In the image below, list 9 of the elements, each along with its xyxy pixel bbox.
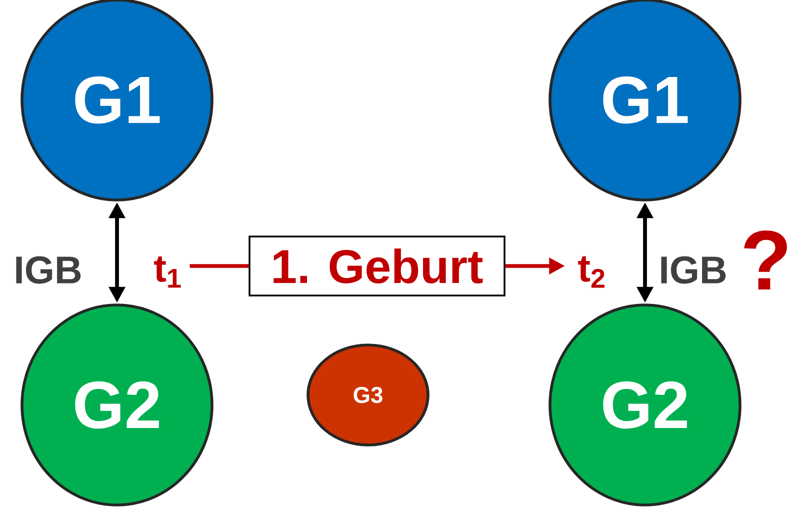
gap-label: IGB [16,256,81,284]
circle-node: G2 [20,304,214,506]
circle-node: G2 [548,304,742,506]
time-label: t$_{2}$ [578,256,604,288]
question-mark: ? [744,230,787,290]
time-label: t$_{1}$ [154,256,181,288]
event-box: 1. Geburt [248,236,506,296]
gap-label: IGB [661,256,726,284]
circle-node: G3 [306,344,430,446]
